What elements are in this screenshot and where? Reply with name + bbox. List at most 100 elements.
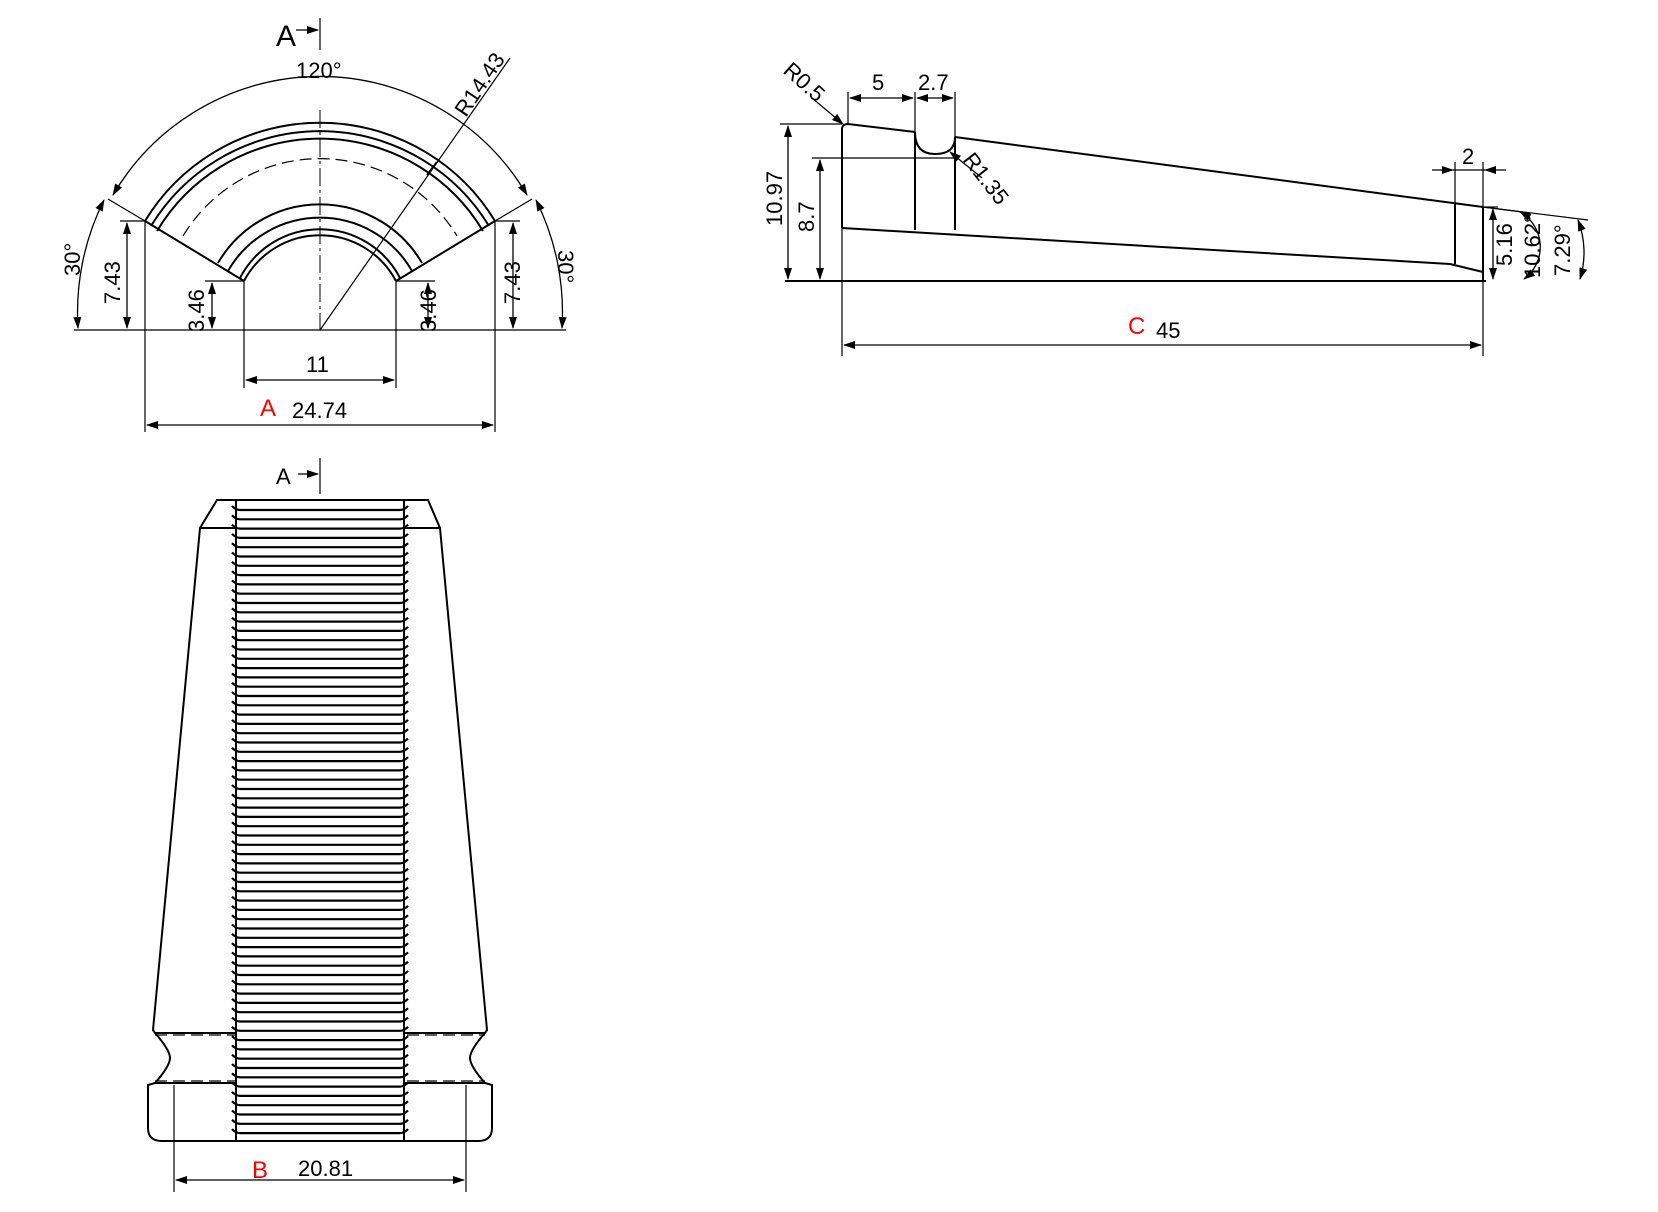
thread-ridge <box>231 505 409 512</box>
thread-ridge <box>231 998 409 1004</box>
thread-ridge <box>231 681 409 688</box>
thread-ridge <box>231 1044 409 1051</box>
thread-ridge <box>231 1109 409 1116</box>
thread-ridge <box>231 663 409 670</box>
inner-arc-2 <box>239 228 401 279</box>
thread-ridge <box>231 644 409 651</box>
end-height-label: 5.16 <box>1492 223 1517 266</box>
thread-ridge <box>231 1063 409 1070</box>
width-label: 20.81 <box>298 1156 353 1181</box>
thread-ridge <box>231 1091 409 1097</box>
angle-1-label: 10.62° <box>1520 214 1545 278</box>
groove-radius-label: R1.35 <box>958 148 1014 210</box>
thread-ridge <box>231 793 409 800</box>
end-width-label: 2 <box>1462 144 1474 169</box>
thread-ridge <box>231 858 409 865</box>
thread-ridge <box>231 1016 409 1023</box>
thread-ridge <box>231 570 409 577</box>
thread-ridge <box>231 533 409 539</box>
length-section-label: C <box>1128 313 1145 340</box>
thread-ridge <box>231 626 409 632</box>
angle-10-62-arc <box>1519 211 1541 280</box>
len-to-groove-label: 5 <box>872 70 884 95</box>
thread-ridge <box>231 933 409 939</box>
thread-ridge <box>231 1035 409 1042</box>
inner-edge <box>841 227 1451 265</box>
thread-ridge <box>231 654 409 660</box>
height-total-label: 10.97 <box>762 171 787 226</box>
height-left-label: 7.43 <box>100 261 125 304</box>
thread-ridge <box>231 942 409 949</box>
inner-arc <box>243 234 397 282</box>
thread-ridge <box>231 1026 409 1032</box>
angle-ext-right <box>494 198 533 222</box>
inner-left-label: 3.46 <box>184 289 209 332</box>
thread-lines <box>231 505 409 1135</box>
thread-ridge <box>231 561 409 567</box>
thread-ridge <box>231 747 409 753</box>
angle-2-label: 7.29° <box>1550 224 1575 276</box>
front-outline <box>147 499 493 1142</box>
thread-ridge <box>231 514 409 521</box>
thread-ridge <box>231 607 409 614</box>
side-view: R0.5 5 2.7 R1.35 10.97 8.7 2 5.16 10. <box>762 57 1589 356</box>
thread-ridge <box>231 923 409 930</box>
thread-ridge <box>231 840 409 846</box>
thread-ridge <box>231 588 409 595</box>
inner-edge-end <box>1449 263 1484 273</box>
thread-ridge <box>231 709 409 716</box>
right-side <box>395 220 496 282</box>
top-edge-end <box>1452 202 1484 208</box>
top-view: A R14.43 120° 30° 30° 7.43 <box>60 18 578 432</box>
top-edge <box>954 136 1454 204</box>
angle-ext-left <box>107 198 146 222</box>
left-side <box>144 220 245 282</box>
thread-ridge <box>231 672 409 679</box>
thread-ridge <box>231 635 409 642</box>
thread-ridge <box>231 700 409 707</box>
section-mark-bottom: A <box>276 464 291 489</box>
thread-ridge <box>231 802 409 809</box>
outer-width-label: 24.74 <box>292 398 347 423</box>
thread-ridge <box>231 979 409 986</box>
angle-120-label: 120° <box>296 58 342 83</box>
thread-ridge <box>231 867 409 874</box>
thread-ridge <box>231 1072 409 1079</box>
inner-groove-arc-1 <box>217 203 423 264</box>
thread-ridge <box>231 728 409 735</box>
thread-core <box>235 499 405 1142</box>
thread-ridge <box>231 886 409 893</box>
thread-ridge <box>231 719 409 725</box>
thread-ridge <box>231 830 409 837</box>
outer-arc <box>144 121 496 222</box>
thread-ridge <box>231 756 409 763</box>
angle-right-label: 30° <box>553 250 578 283</box>
thread-ridge <box>231 616 409 623</box>
thread-ridge <box>231 523 409 530</box>
thread-ridge <box>231 951 409 958</box>
length-label: 45 <box>1156 318 1180 343</box>
thread-ridge <box>231 1119 409 1125</box>
height-inner-label: 8.7 <box>794 201 819 232</box>
thread-ridge <box>231 551 409 558</box>
thread-ridge <box>231 1007 409 1014</box>
thread-ridge <box>231 784 409 791</box>
angle-7-29-arc <box>1577 219 1588 280</box>
thread-ridge <box>231 905 409 911</box>
angle-left-label: 30° <box>60 243 85 276</box>
thread-ridge <box>231 1053 409 1060</box>
outer-section-label: A <box>260 395 276 422</box>
height-right-label: 7.43 <box>500 261 525 304</box>
inner-width-label: 11 <box>306 352 329 377</box>
thread-ridge <box>231 598 409 605</box>
thread-ridge <box>231 691 409 698</box>
thread-ridge <box>231 970 409 977</box>
thread-ridge <box>231 765 409 772</box>
thread-ridge <box>231 542 409 549</box>
fillet-leader <box>811 97 844 125</box>
thread-ridge <box>231 812 409 818</box>
thread-ridge <box>231 1081 409 1088</box>
inner-right-label: 3.46 <box>416 289 441 332</box>
thread-ridge <box>231 895 409 902</box>
